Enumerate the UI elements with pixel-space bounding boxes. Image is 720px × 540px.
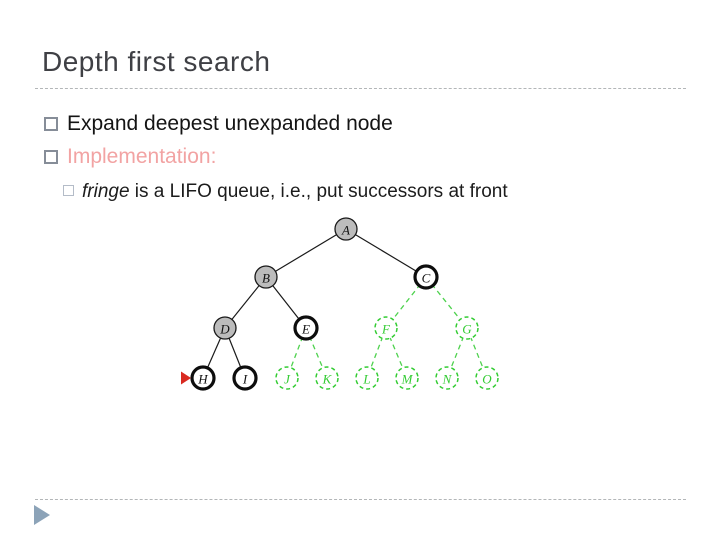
tree-node-label-K: K [322, 372, 333, 387]
tree-node-D: D [213, 316, 237, 340]
tree-node-F: F [374, 316, 398, 340]
tree-node-L: L [355, 366, 379, 390]
square-sub-bullet-icon [63, 185, 74, 196]
bullet-implementation: Implementation: [44, 145, 216, 169]
tree-node-G: G [455, 316, 479, 340]
tree-node-H: H [190, 365, 216, 391]
tree-node-label-J: J [284, 372, 291, 387]
sub-bullet-fringe: fringe is a LIFO queue, i.e., put succes… [63, 180, 508, 203]
tree-node-M: M [395, 366, 419, 390]
tree-node-label-D: D [219, 322, 230, 337]
tree-node-N: N [435, 366, 459, 390]
tree-edge-A-B [265, 228, 347, 278]
tree-node-J: J [275, 366, 299, 390]
tree-node-label-O: O [482, 372, 492, 387]
tree-node-label-I: I [242, 372, 248, 387]
next-slide-arrow-icon [34, 505, 50, 525]
tree-node-label-C: C [422, 271, 431, 286]
tree-node-B: B [254, 265, 278, 289]
tree-node-label-H: H [197, 372, 208, 387]
tree-node-label-G: G [462, 322, 472, 337]
sub-bullet-fringe-label: fringe is a LIFO queue, i.e., put succes… [82, 180, 508, 203]
tree-node-label-M: M [401, 372, 414, 387]
page-title: Depth first search [42, 46, 271, 77]
tree-node-label-B: B [262, 271, 270, 286]
tree-node-label-A: A [341, 223, 350, 238]
tree-edge-A-C [345, 228, 427, 278]
tree-node-A: A [334, 217, 358, 241]
bullet-expand-label: Expand deepest unexpanded node [67, 112, 393, 135]
tree-node-label-N: N [442, 372, 453, 387]
tree-node-label-L: L [362, 372, 370, 387]
bullet-expand: Expand deepest unexpanded node [44, 112, 393, 136]
square-bullet-icon [44, 150, 58, 164]
tree-node-I: I [232, 365, 258, 391]
tree-node-O: O [475, 366, 499, 390]
footer-divider [35, 499, 686, 500]
fringe-rest-text: is a LIFO queue, i.e., put successors at… [129, 181, 508, 202]
square-bullet-icon [44, 117, 58, 131]
current-node-marker-icon [181, 371, 191, 385]
fringe-italic-word: fringe [82, 181, 130, 202]
bullet-implementation-label: Implementation: [67, 145, 217, 168]
tree-node-label-E: E [301, 322, 310, 337]
tree-node-C: C [413, 264, 439, 290]
tree-node-E: E [293, 315, 319, 341]
tree-node-K: K [315, 366, 339, 390]
tree-node-label-F: F [381, 322, 391, 337]
title-divider [35, 88, 686, 89]
